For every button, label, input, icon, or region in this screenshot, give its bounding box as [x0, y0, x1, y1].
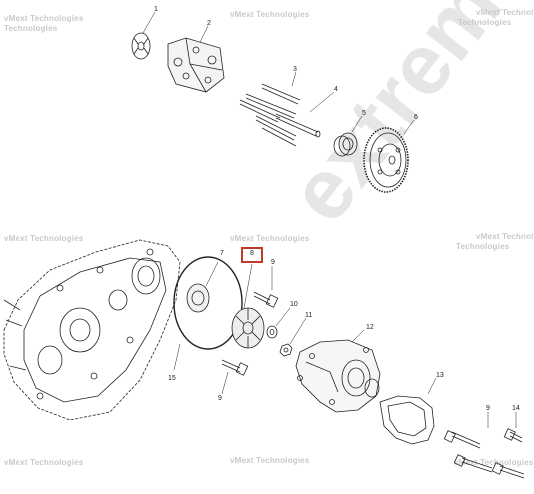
- watermark-small: vMext Technologies: [4, 234, 84, 243]
- watermark-small: Technologies: [4, 24, 58, 33]
- highlighted-callout-8: 8: [241, 247, 263, 263]
- callout-14: 14: [512, 405, 520, 412]
- part-1-rotor: [131, 11, 156, 60]
- callout-3: 3: [293, 66, 297, 73]
- part-15-o-ring: [173, 256, 243, 371]
- part-11-nut: [279, 317, 307, 357]
- watermark-small: Technologies: [458, 18, 512, 27]
- part-5-bearing: [333, 115, 363, 157]
- part-14-bolts: [491, 412, 525, 479]
- part-3-shafts: [239, 71, 301, 147]
- callout-10: 10: [290, 301, 298, 308]
- part-9-bolt-upper: [253, 266, 279, 308]
- callout-11: 11: [305, 312, 312, 319]
- part-2-pump-housing: [167, 25, 225, 93]
- watermark-small: vMext Technologies: [230, 456, 310, 465]
- callout-8: 8: [250, 250, 254, 257]
- watermark-small: vMext Technologies: [454, 458, 534, 467]
- callout-12: 12: [366, 324, 374, 331]
- part-12-pump-cover: [295, 329, 381, 413]
- watermark-small: vMext Technologies: [476, 8, 534, 17]
- callout-9b: 9: [218, 395, 222, 402]
- part-9-bolt-lower: [221, 359, 249, 395]
- part-13-gasket: [379, 377, 437, 445]
- callout-7: 7: [220, 250, 224, 257]
- watermark-small: vMext Technologies: [4, 14, 84, 23]
- part-10-washer: [266, 307, 291, 339]
- part-7-seal: [186, 261, 219, 313]
- watermark-small: vMext Technologies: [476, 232, 534, 241]
- callout-1: 1: [154, 6, 158, 13]
- callout-15: 15: [168, 375, 176, 382]
- callout-6: 6: [414, 114, 418, 121]
- part-4-shaft: [275, 91, 335, 138]
- callout-5: 5: [362, 110, 366, 117]
- callout-9c: 9: [486, 405, 490, 412]
- part-9-bolts-right: [443, 412, 493, 473]
- engine-case: [3, 239, 181, 421]
- watermark-small: vMext Technologies: [230, 234, 310, 243]
- callout-4: 4: [334, 86, 338, 93]
- watermark-small: vMext Technologies: [4, 458, 84, 467]
- callout-9a: 9: [271, 259, 275, 266]
- callout-2: 2: [207, 20, 211, 27]
- callout-13: 13: [436, 372, 444, 379]
- part-6-gear: [363, 119, 415, 193]
- watermark-small: vMext Technologies: [230, 10, 310, 19]
- watermark-small: Technologies: [456, 242, 510, 251]
- part-8-impeller: [231, 263, 265, 349]
